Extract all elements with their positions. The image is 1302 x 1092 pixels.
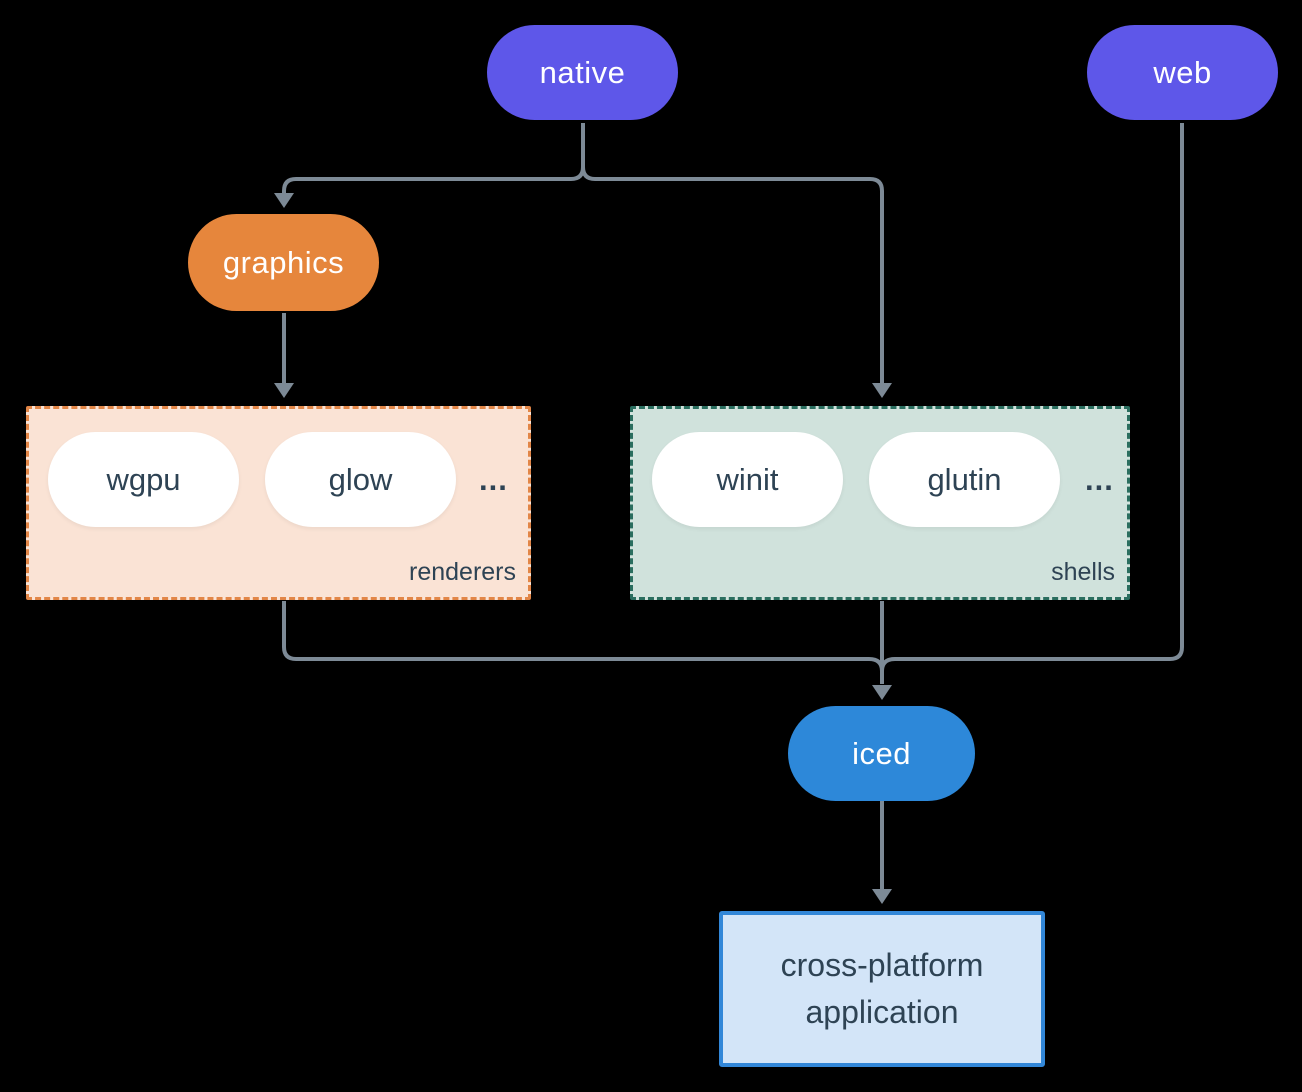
node-native: native (487, 25, 678, 120)
node-graphics-label: graphics (222, 244, 345, 280)
shells-group-label: shells (1051, 558, 1115, 586)
node-glow: glow (265, 432, 456, 527)
edge-native-to-graphics (282, 123, 585, 194)
arrowhead-iced (872, 685, 892, 700)
node-wgpu-label: wgpu (106, 461, 181, 497)
application-label-line2: application (805, 994, 959, 1030)
node-wgpu: wgpu (48, 432, 239, 527)
renderers-ellipsis: ... (479, 461, 508, 497)
node-iced: iced (788, 706, 975, 801)
arrowhead-graphics (274, 193, 294, 208)
node-glutin-label: glutin (927, 461, 1002, 497)
arrowhead-renderers (274, 383, 294, 398)
edge-renderers-to-iced (282, 601, 884, 684)
application-label-line1: cross-platform (780, 947, 984, 983)
arrowhead-shells (872, 383, 892, 398)
shells-ellipsis: ... (1085, 461, 1114, 497)
arrowhead-application (872, 889, 892, 904)
node-graphics: graphics (188, 214, 379, 311)
node-cross-platform-application: cross-platform application (719, 911, 1045, 1067)
edge-web-to-iced (880, 123, 1184, 672)
node-native-label: native (539, 54, 626, 90)
node-iced-label: iced (852, 735, 911, 771)
edge-native-to-shells (581, 123, 884, 384)
node-web-label: web (1153, 54, 1212, 90)
group-renderers: wgpu glow ... renderers (26, 406, 531, 600)
renderers-group-label: renderers (409, 558, 516, 586)
node-glow-label: glow (328, 461, 393, 497)
group-shells: winit glutin ... shells (630, 406, 1130, 600)
node-winit: winit (652, 432, 843, 527)
node-glutin: glutin (869, 432, 1060, 527)
node-winit-label: winit (716, 461, 779, 497)
node-web: web (1087, 25, 1278, 120)
